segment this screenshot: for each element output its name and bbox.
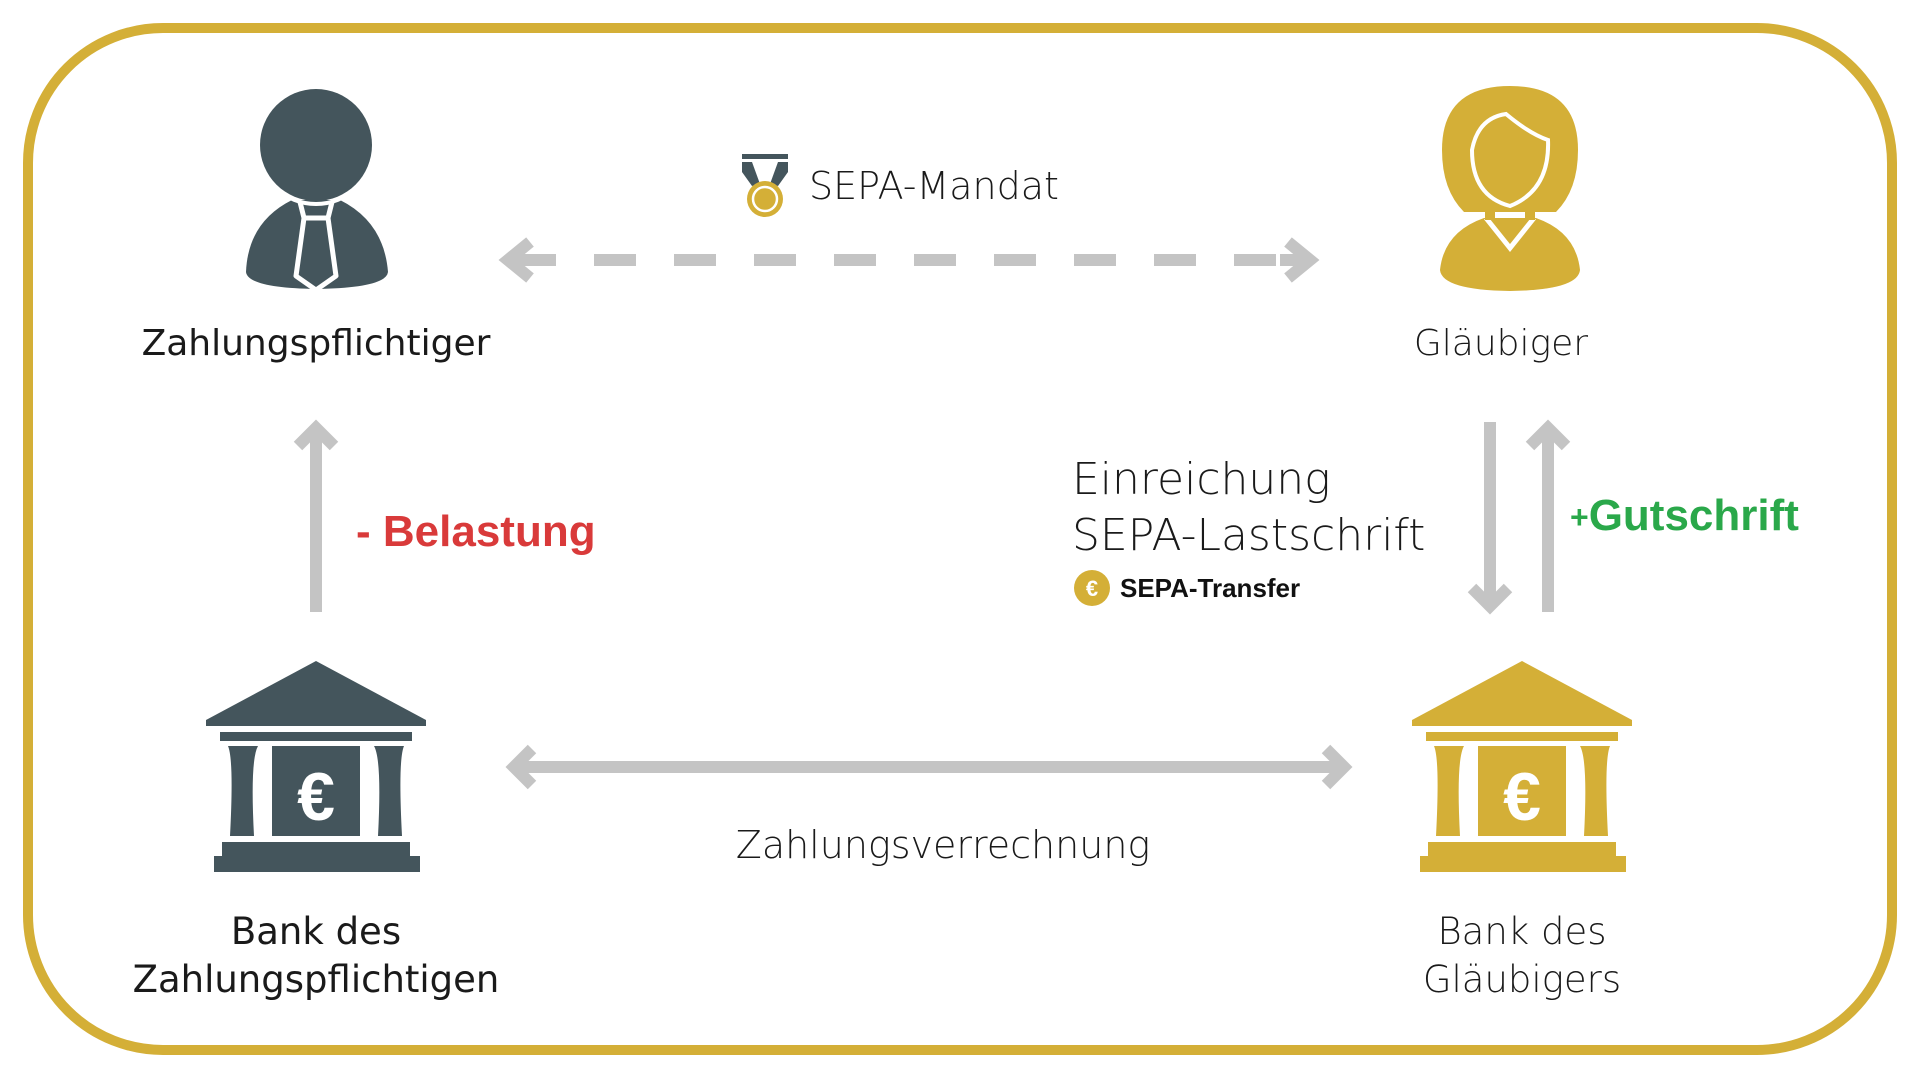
creditor-bank-label-line2: Gläubigers [1423, 958, 1621, 1001]
euro-coin-icon: € [1074, 570, 1110, 606]
clearing-arrow [505, 744, 1353, 790]
creditor-bank-label-line1: Bank des [1437, 910, 1606, 953]
submission-line1: Einreichung [1072, 454, 1331, 505]
payer-bank-icon: € [206, 661, 426, 872]
creditor-label: Gläubiger [1414, 323, 1588, 364]
creditor-bank-icon: € [1412, 661, 1632, 872]
payer-label: Zahlungspflichtiger [142, 323, 491, 364]
payer-person-icon [246, 84, 388, 293]
payer-bank-label-line1: Bank des [231, 910, 401, 953]
credit-arrow-up [1525, 419, 1571, 612]
svg-text:€: € [297, 759, 335, 835]
debit-arrow-up [293, 419, 339, 612]
payer-bank-label-line2: Zahlungspflichtigen [133, 958, 500, 1001]
svg-text:€: € [1086, 576, 1098, 601]
clearing-label: Zahlungsverrechnung [736, 823, 1150, 867]
creditor-person-icon [1440, 86, 1580, 291]
svg-text:€: € [1503, 759, 1541, 835]
frame-border [23, 23, 1897, 1055]
medal-icon [742, 154, 788, 217]
credit-label: +Gutschrift [1570, 491, 1799, 540]
mandate-label: SEPA-Mandat [809, 164, 1059, 208]
mandate-arrow [498, 237, 1320, 283]
submission-line2: SEPA-Lastschrift [1072, 510, 1425, 561]
transfer-label: SEPA-Transfer [1120, 573, 1300, 603]
submission-arrow-down [1467, 422, 1513, 615]
debit-label: - Belastung [356, 507, 596, 556]
